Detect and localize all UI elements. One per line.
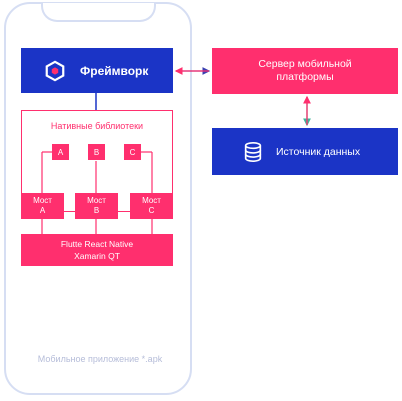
native-lib-c: C (124, 144, 141, 160)
server-box: Сервер мобильной платформы (212, 48, 398, 94)
bridge-c-line2: C (148, 206, 155, 215)
app-label: Мобильное приложение *.apk (37, 354, 163, 364)
bridge-c: Мост C (130, 193, 173, 219)
server-line2: платформы (276, 71, 334, 83)
database-icon (244, 141, 262, 162)
framework-label: Фреймворк (80, 63, 149, 78)
bridge-a-line1: Мост (33, 196, 52, 205)
native-lib-b: B (88, 144, 105, 160)
platforms-box: Flutte React Native Xamarin QT (21, 234, 173, 266)
framework-box: Фреймворк (21, 48, 173, 93)
bridge-b-line2: B (93, 206, 100, 215)
bridge-b: Мост B (75, 193, 118, 219)
bridge-c-line1: Мост (142, 196, 161, 205)
native-lib-a: A (52, 144, 69, 160)
bridge-b-line1: Мост (87, 196, 106, 205)
platforms-line2: Xamarin QT (74, 251, 120, 261)
hexagon-logo-icon (45, 60, 65, 81)
platforms-line1: Flutte React Native (60, 239, 134, 249)
datasource-box: Источник данных (212, 128, 398, 175)
bridge-a-line2: A (39, 206, 46, 215)
native-libraries-title: Нативные библиотеки (50, 121, 144, 131)
datasource-label: Источник данных (276, 145, 361, 158)
bridge-a: Мост A (21, 193, 64, 219)
server-line1: Сервер мобильной (258, 58, 352, 70)
